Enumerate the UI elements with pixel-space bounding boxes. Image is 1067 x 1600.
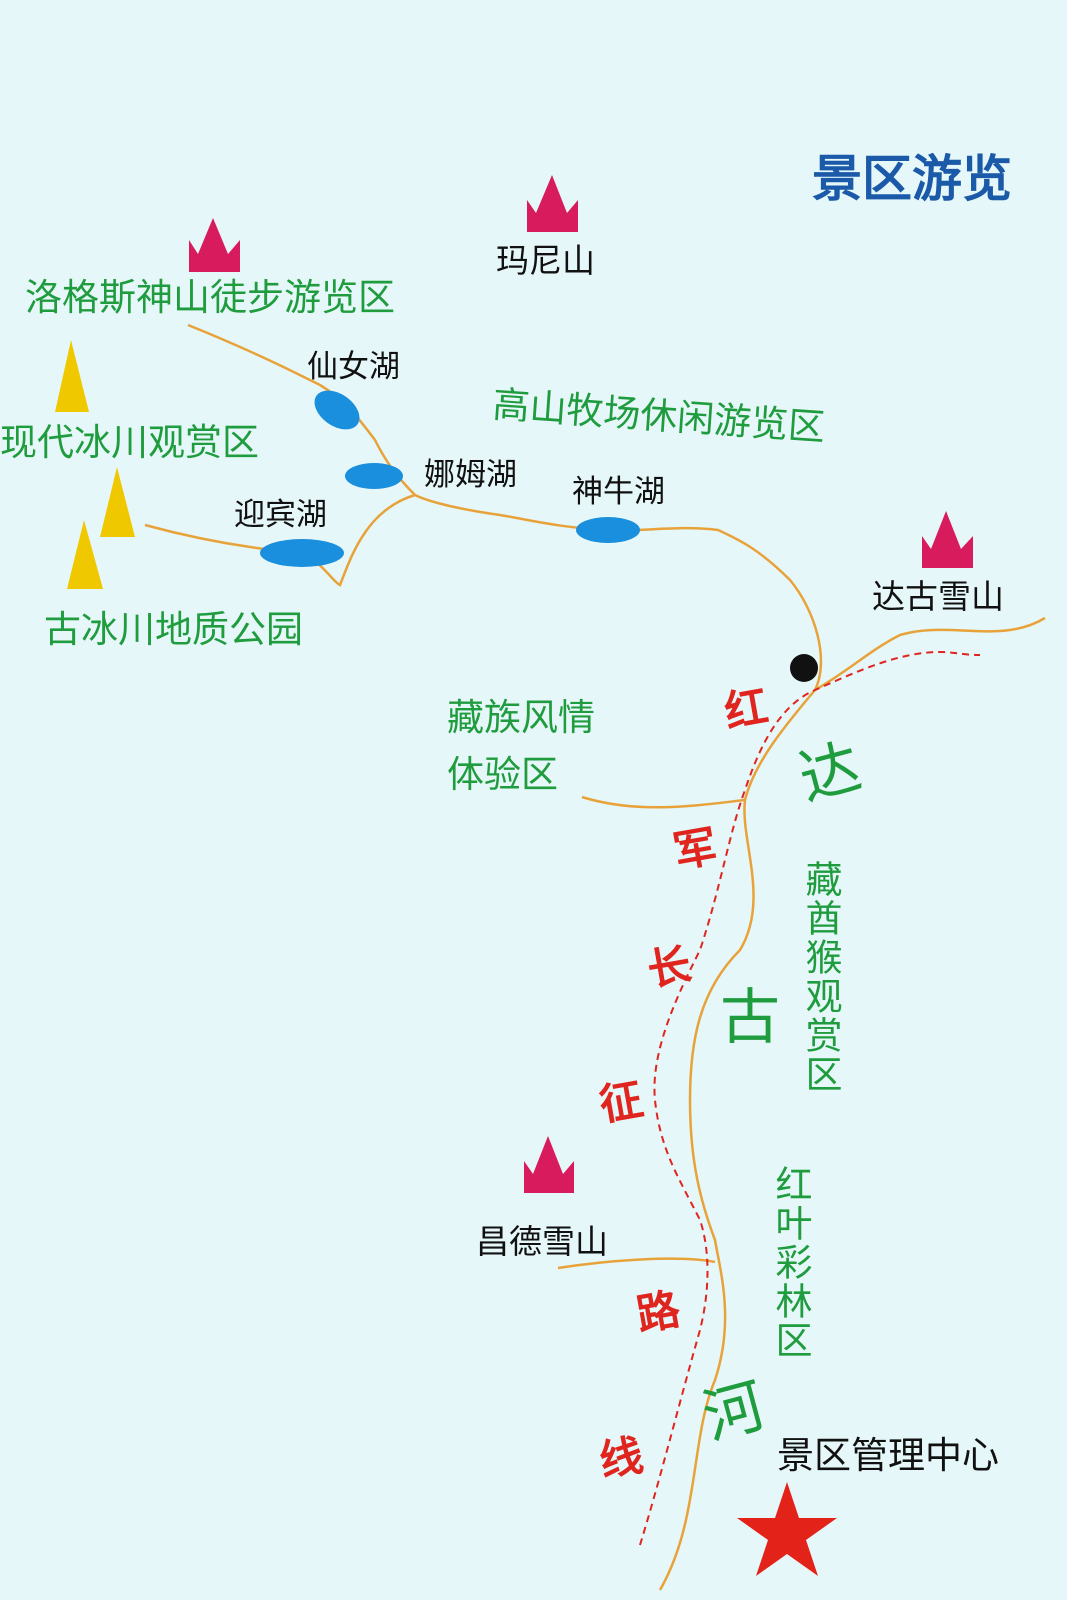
glacier-icon <box>100 467 135 537</box>
mountain-icon <box>922 511 973 568</box>
mountain-label-changde: 昌德雪山 <box>476 1222 608 1261</box>
area-label-redleaf: 红叶彩林区 <box>769 1165 812 1360</box>
route-char: 长 <box>643 939 695 997</box>
area-label-management-center: 景区管理中心 <box>777 1434 999 1477</box>
glacier-icon <box>67 520 103 589</box>
lake-label-xiannv: 仙女湖 <box>307 349 400 385</box>
glacier-icon <box>55 340 89 412</box>
management-center-star <box>737 1482 837 1576</box>
area-label-glacier-park: 古冰川地质公园 <box>44 608 303 651</box>
lake-yingbin-shape <box>260 539 344 567</box>
river-char: 古 <box>720 983 780 1053</box>
route-char: 征 <box>595 1074 647 1132</box>
area-label-tibetan: 藏族风情体验区 <box>447 696 595 796</box>
trail-changde-branch <box>557 1257 716 1270</box>
route-char: 线 <box>595 1430 647 1488</box>
mountain-label-mani: 玛尼山 <box>496 241 595 280</box>
route-char: 路 <box>632 1284 684 1342</box>
lake-xiannv-shape <box>314 390 360 430</box>
trail-dagu-branch <box>814 616 1046 692</box>
glacier-icons <box>55 340 135 589</box>
area-label-luogesi: 洛格斯神山徒步游览区 <box>25 276 395 319</box>
route-long-march <box>639 650 981 1546</box>
area-label-glacier-modern: 现代冰川观赏区 <box>0 421 259 464</box>
lake-label-namu: 娜姆湖 <box>424 457 517 493</box>
mountain-label-dagu: 达古雪山 <box>872 577 1004 616</box>
area-label-monkey: 藏酋猴观赏区 <box>799 860 842 1094</box>
lake-namu-shape <box>345 463 403 489</box>
map-title: 景区游览 <box>812 150 1012 208</box>
lakes <box>260 390 640 567</box>
mountain-icons <box>189 175 973 1193</box>
lake-shenniu-shape <box>576 517 640 543</box>
route-char: 红 <box>720 681 772 739</box>
trail-tibetan-branch <box>581 795 746 809</box>
mountain-icon <box>527 175 578 232</box>
mountain-icon <box>524 1136 574 1193</box>
mountain-icon <box>189 218 240 272</box>
lake-label-shenniu: 神牛湖 <box>572 474 665 510</box>
junction-dot <box>790 654 818 682</box>
lake-label-yingbin: 迎宾湖 <box>234 497 327 533</box>
route-char: 军 <box>669 821 721 879</box>
